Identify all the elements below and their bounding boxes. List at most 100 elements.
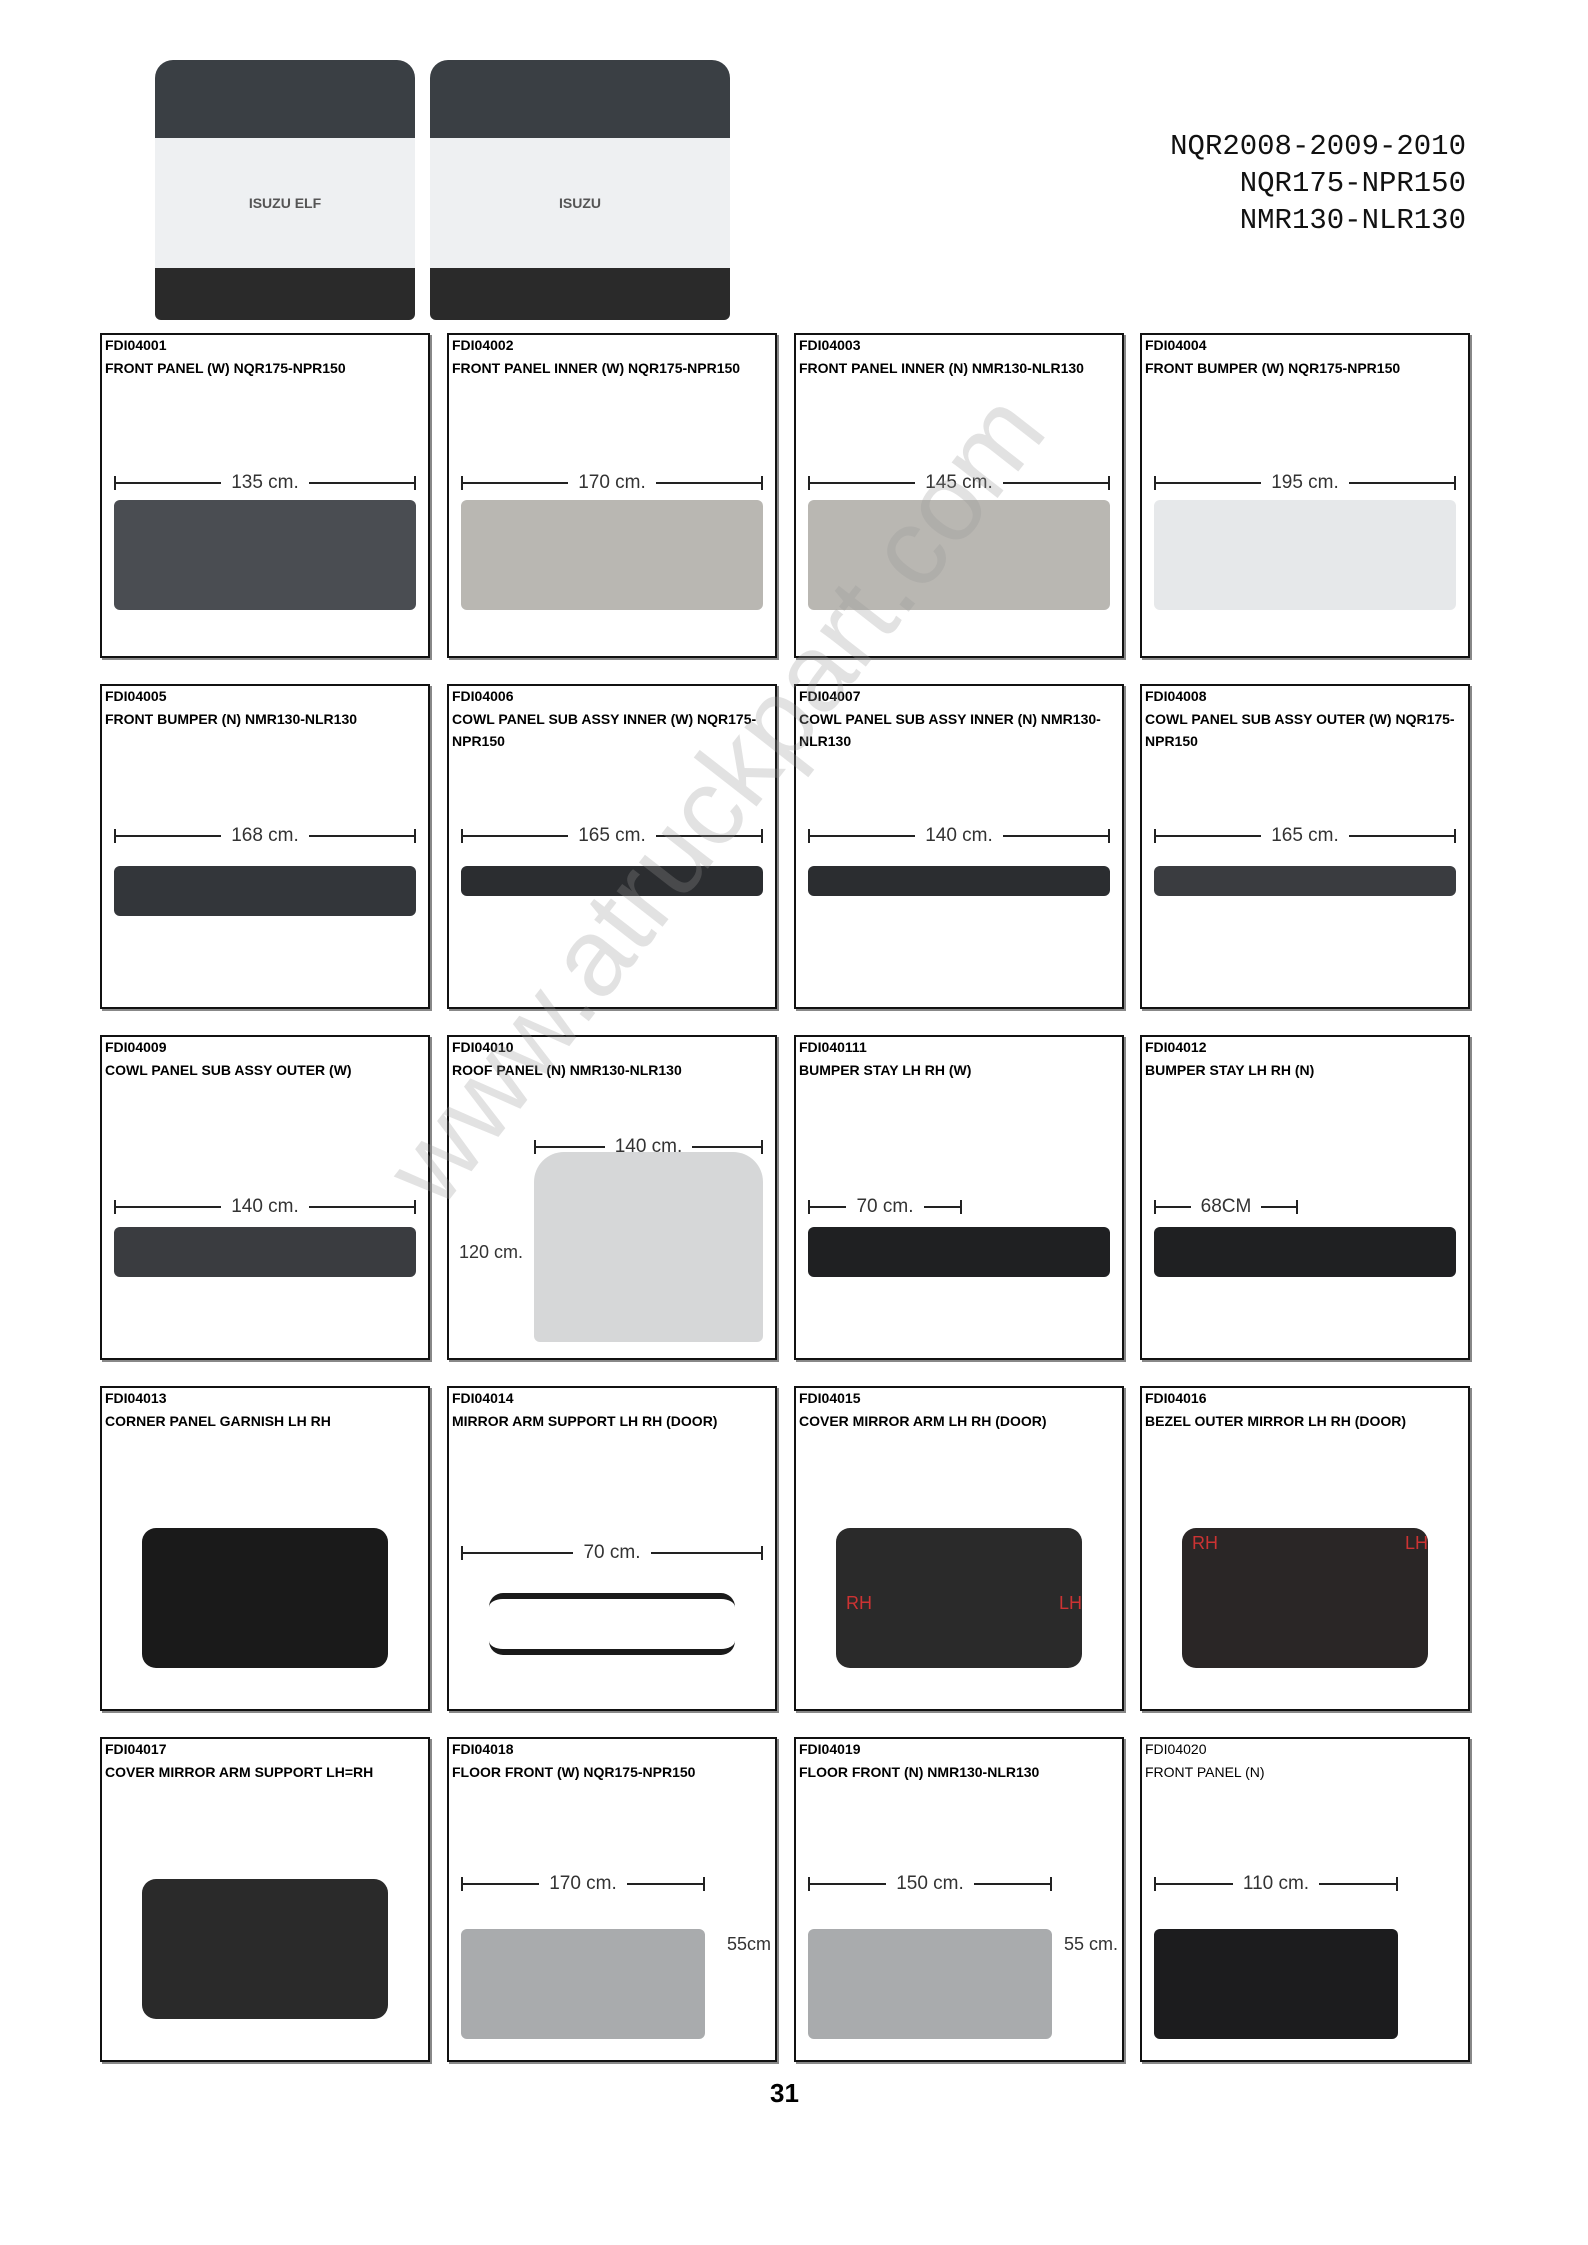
dimension-line: 135 cm. [114, 472, 416, 493]
product-name: BUMPER STAY LH RH (W) [799, 1062, 972, 1078]
dimension-end [461, 1546, 463, 1560]
dimension-end [461, 476, 463, 490]
dimension-end [703, 1877, 705, 1891]
dimension-rule [116, 1206, 222, 1208]
vertical-dimension-label: 55cm [726, 1934, 771, 1954]
dimension-end [1154, 829, 1156, 843]
dimension-end [808, 829, 810, 843]
product-code: FDI04004 [1145, 337, 1207, 353]
page-number: 31 [770, 2078, 799, 2108]
part-image [836, 1528, 1082, 1668]
part-image [1154, 1929, 1398, 2039]
dimension-label: 168 cm. [231, 825, 299, 846]
product-name: FRONT BUMPER (W) NQR175-NPR150 [1145, 360, 1401, 376]
dimension-end [1454, 476, 1456, 490]
dimension-rule [116, 835, 222, 837]
dimension-line: 168 cm. [114, 825, 416, 846]
dimension-rule [655, 835, 761, 837]
dimension-line: 70 cm. [461, 1542, 763, 1563]
dimension-rule [1002, 482, 1108, 484]
product-code: FDI040111 [799, 1039, 867, 1055]
product-code: FDI04012 [1145, 1039, 1207, 1055]
product-code: FDI04001 [105, 337, 167, 353]
product-code: FDI04014 [452, 1390, 514, 1406]
dimension-rule [1156, 835, 1262, 837]
product-code: FDI04003 [799, 337, 861, 353]
product-code: FDI04017 [105, 1741, 167, 1757]
product-name: BEZEL OUTER MIRROR LH RH (DOOR) [1145, 1413, 1407, 1429]
dimension-label: 170 cm. [578, 472, 646, 493]
dimension-end [761, 1140, 763, 1154]
dimension-end [1050, 1877, 1052, 1891]
dimension-line: 170 cm. [461, 472, 763, 493]
part-image [1154, 866, 1456, 896]
product-code: FDI04007 [799, 688, 861, 704]
dimension-rule [308, 1206, 414, 1208]
product-code: FDI04008 [1145, 688, 1207, 704]
dimension-line: 68CM [1154, 1196, 1298, 1217]
product-name: ROOF PANEL (N) NMR130-NLR130 [452, 1062, 682, 1078]
product-name: FRONT PANEL INNER (N) NMR130-NLR130 [799, 360, 1084, 376]
product-name: COVER MIRROR ARM SUPPORT LH=RH [105, 1764, 374, 1780]
part-image [489, 1593, 735, 1655]
dimension-label: 70 cm. [856, 1196, 914, 1217]
dimension-label: 70 cm. [583, 1542, 641, 1563]
dimension-label: 140 cm. [231, 1196, 299, 1217]
dimension-rule [308, 835, 414, 837]
product-name: MIRROR ARM SUPPORT LH RH (DOOR) [452, 1413, 718, 1429]
product-code: FDI04019 [799, 1741, 861, 1757]
part-image [142, 1879, 388, 2019]
truck-photo-front: ISUZU [430, 60, 730, 320]
truck-badge: ISUZU ELF [248, 195, 322, 212]
dimension-line: 140 cm. [114, 1196, 416, 1217]
model-list: NQR2008-2009-2010 NQR175-NPR150 NMR130-N… [1170, 128, 1466, 239]
product-name: FLOOR FRONT (W) NQR175-NPR150 [452, 1764, 696, 1780]
dimension-end [761, 829, 763, 843]
dimension-label: 195 cm. [1271, 472, 1339, 493]
dimension-rule [463, 1552, 574, 1554]
part-image [114, 1227, 416, 1277]
dimension-rule [1319, 1883, 1396, 1885]
vertical-dimension-label: 120 cm. [459, 1242, 524, 1262]
dimension-label: 68CM [1200, 1196, 1252, 1217]
dimension-end [1108, 476, 1110, 490]
model-line: NQR2008-2009-2010 [1170, 130, 1466, 163]
dimension-end [761, 1546, 763, 1560]
dimension-label: 110 cm. [1242, 1873, 1310, 1894]
dimension-end [114, 476, 116, 490]
dimension-label: 140 cm. [925, 825, 993, 846]
product-name: FLOOR FRONT (N) NMR130-NLR130 [799, 1764, 1040, 1780]
dimension-rule [536, 1146, 605, 1148]
product-code: FDI04013 [105, 1390, 167, 1406]
part-image [461, 1929, 705, 2039]
dimension-end [461, 1877, 463, 1891]
product-code: FDI04009 [105, 1039, 167, 1055]
dimension-rule [308, 482, 414, 484]
dimension-rule [1348, 482, 1454, 484]
dimension-end [414, 476, 416, 490]
dimension-end [114, 1200, 116, 1214]
dimension-rule [655, 482, 761, 484]
side-label: LH [1404, 1533, 1428, 1553]
dimension-rule [463, 1883, 540, 1885]
part-image [142, 1528, 388, 1668]
dimension-rule [1348, 835, 1454, 837]
dimension-line: 140 cm. [534, 1136, 763, 1157]
dimension-end [808, 1877, 810, 1891]
